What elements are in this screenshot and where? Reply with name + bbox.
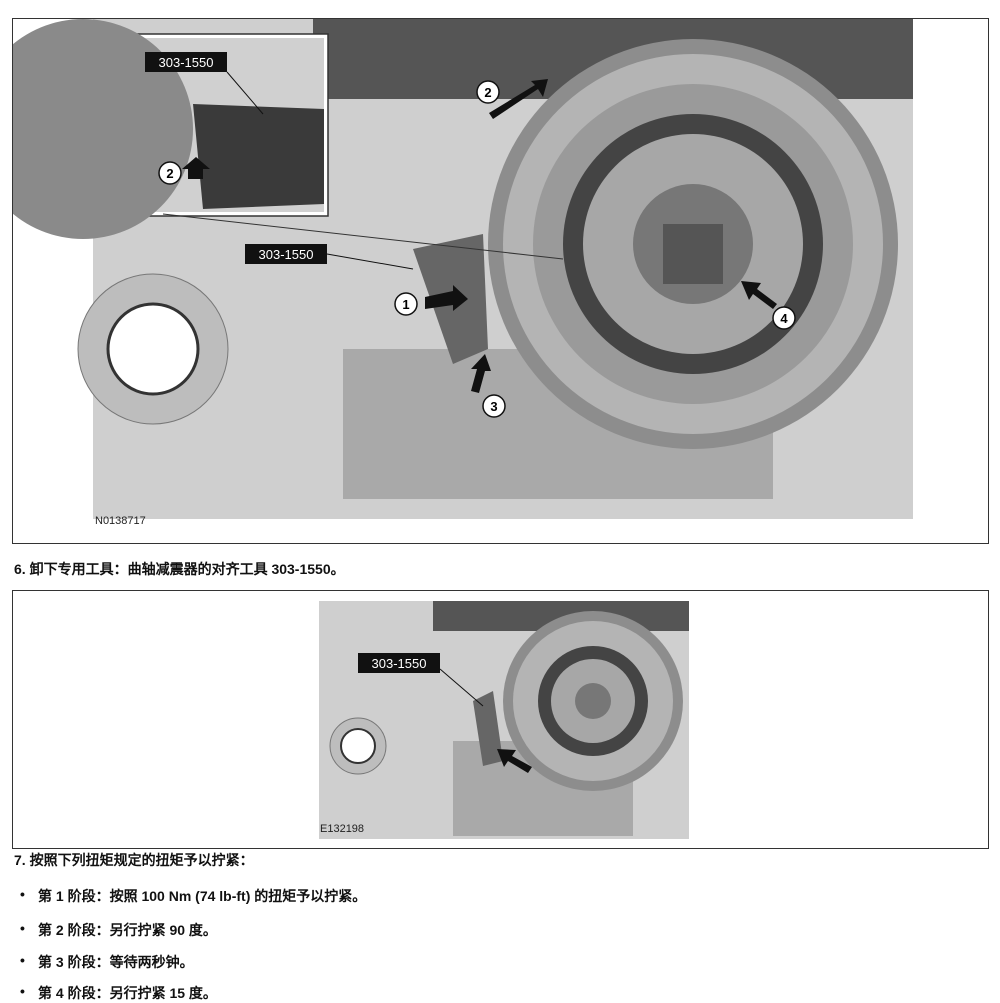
tool-label: 303-1550	[372, 656, 427, 671]
torque-step-2: 第 2 阶段：另行拧紧 90 度。	[38, 922, 217, 938]
torque-step-4: 第 4 阶段：另行拧紧 15 度。	[38, 985, 217, 1001]
tool-label-inset: 303-1550	[159, 55, 214, 70]
svg-text:2: 2	[484, 85, 491, 100]
callout-2-inset: 2	[158, 157, 210, 185]
svg-text:4: 4	[780, 311, 788, 326]
svg-text:1: 1	[402, 297, 409, 312]
figure-id: N0138717	[95, 515, 146, 527]
figure-id: E132198	[320, 823, 365, 835]
callout-3: 3	[471, 354, 506, 418]
tool-label-main: 303-1550	[259, 247, 314, 262]
figure-2: 303-1550 E132198	[12, 590, 989, 849]
torque-step-1: 第 1 阶段：按照 100 Nm (74 lb-ft) 的扭矩予以拧紧。	[38, 888, 367, 904]
engine-illustration: 303-1550 303-1550 1 2 2 3 4	[13, 19, 913, 519]
callout-4: 4	[741, 281, 796, 330]
callout-2: 2	[476, 79, 548, 119]
step-6: 6. 卸下专用工具：曲轴减震器的对齐工具 303-1550。	[14, 561, 345, 577]
svg-text:2: 2	[166, 166, 173, 181]
torque-step-3: 第 3 阶段：等待两秒钟。	[38, 954, 194, 970]
step-7: 7. 按照下列扭矩规定的扭矩予以拧紧：	[14, 852, 254, 868]
callout-1: 1	[394, 285, 468, 316]
engine-illustration-small: 303-1550	[319, 601, 689, 839]
figure-1: 303-1550 303-1550 1 2 2 3 4 N0138717	[12, 18, 989, 544]
svg-text:3: 3	[490, 399, 497, 414]
